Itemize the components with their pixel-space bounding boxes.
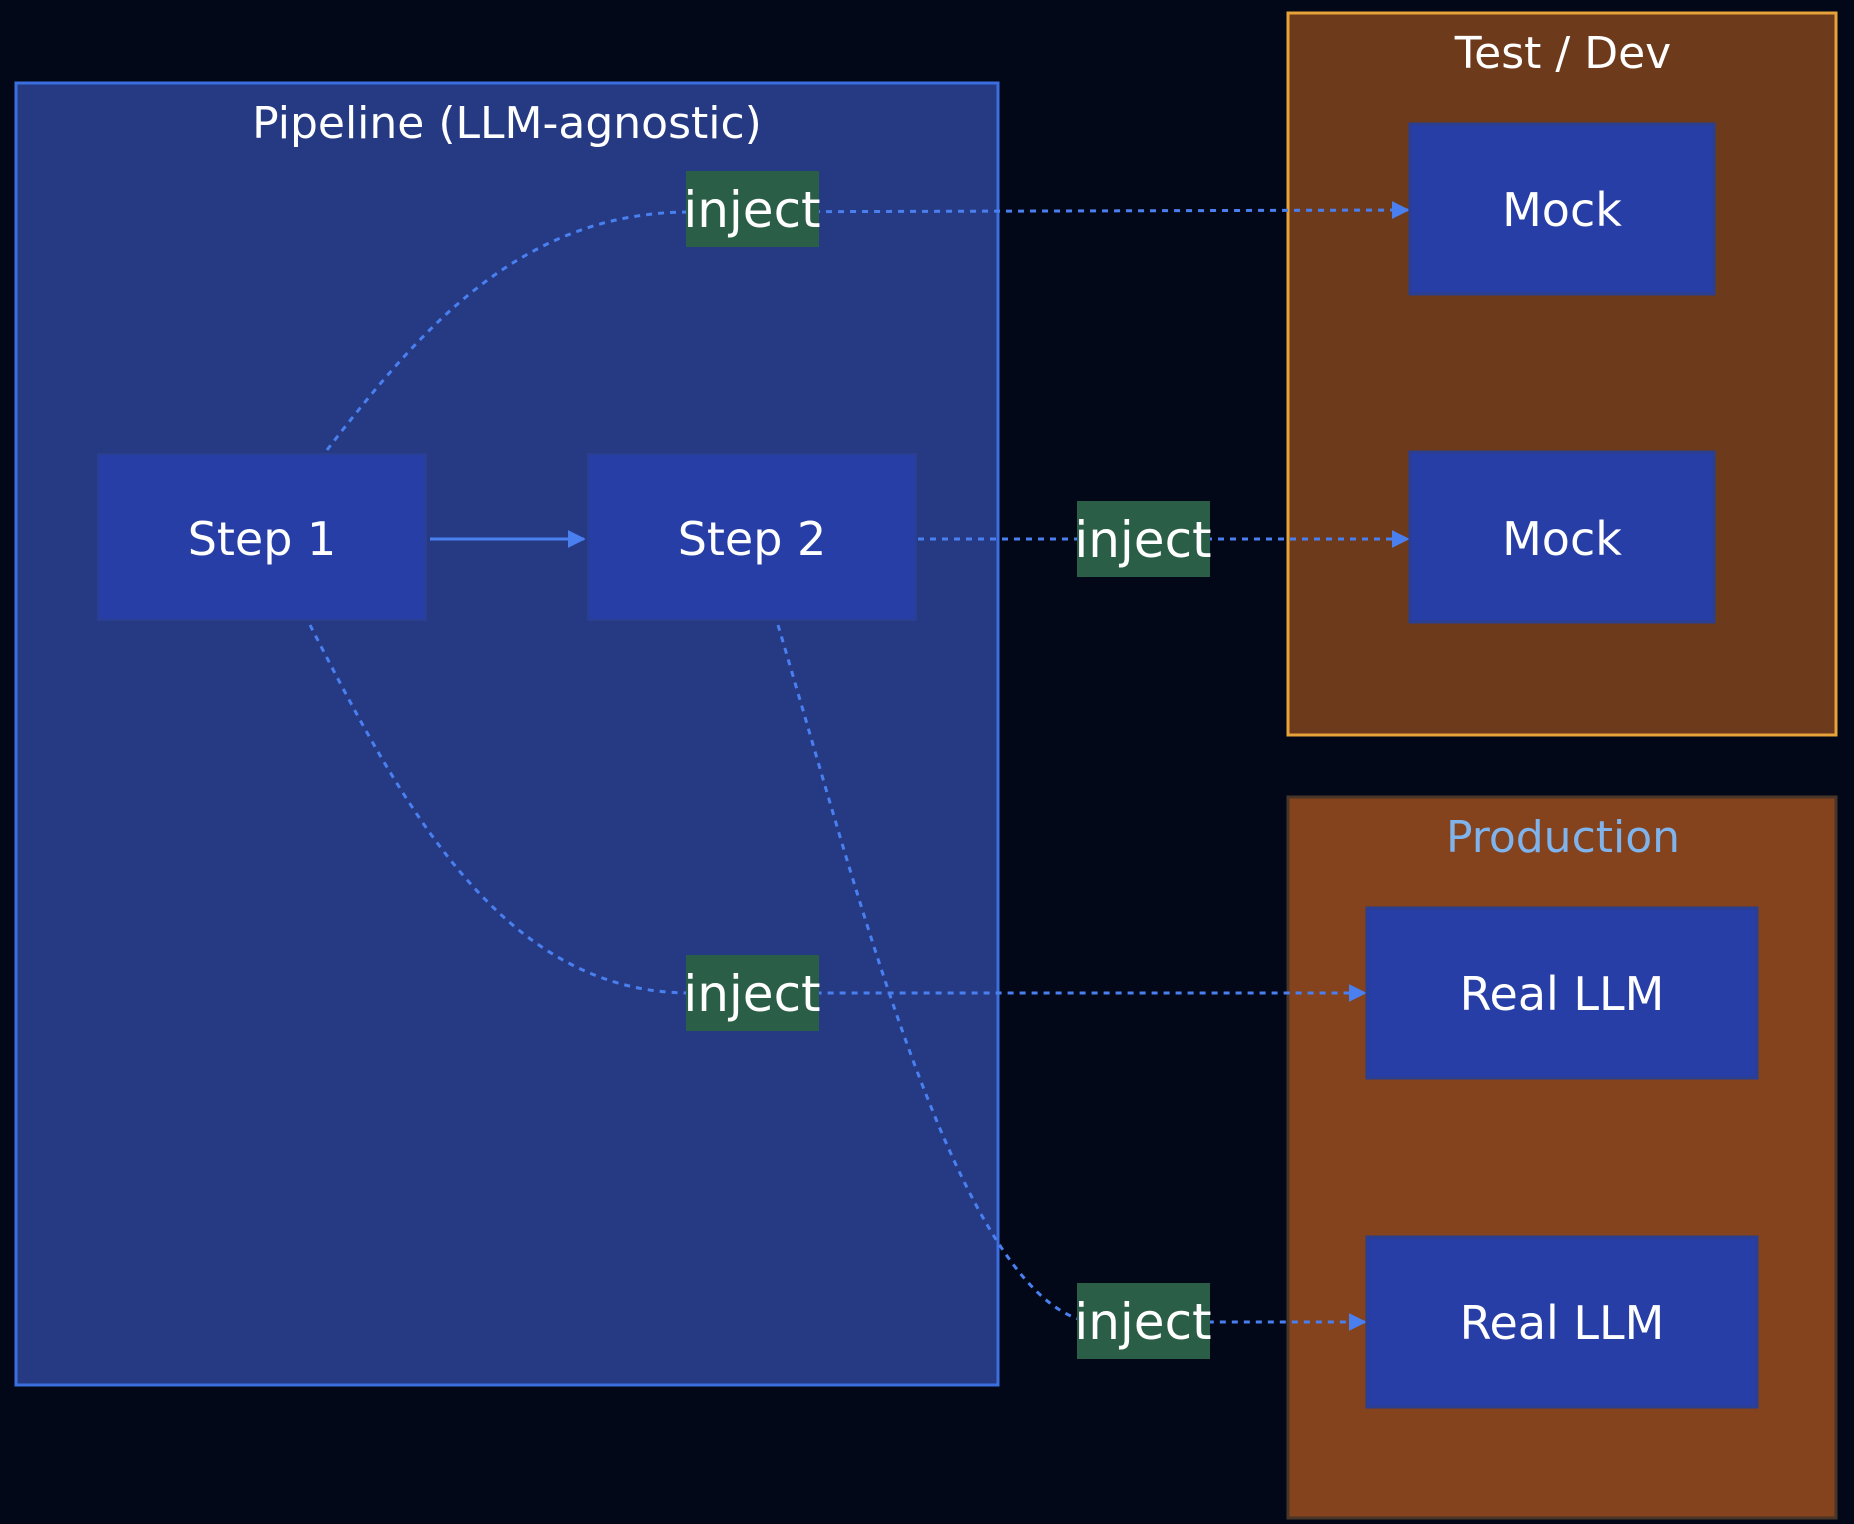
node-mock2-label: Mock	[1502, 512, 1622, 566]
node-step2[interactable]: Step 2	[587, 453, 917, 621]
node-step1-label: Step 1	[188, 512, 337, 566]
cluster-pipeline-title: Pipeline (LLM-agnostic)	[252, 98, 762, 149]
node-mock2[interactable]: Mock	[1408, 450, 1716, 624]
edge-label-step1-real1: inject	[683, 955, 821, 1031]
cluster-pipeline: Pipeline (LLM-agnostic)	[14, 81, 1000, 1387]
edge-label-step2-real2: inject	[1074, 1283, 1212, 1359]
edge-label-text: inject	[683, 181, 820, 239]
edge-label-step1-mock1: inject	[683, 171, 821, 247]
edge-step1-real1	[308, 624, 1367, 1002]
node-real1-label: Real LLM	[1460, 967, 1665, 1021]
edge-step2-real2	[776, 624, 1367, 1331]
node-mock1[interactable]: Mock	[1408, 122, 1716, 296]
cluster-production: Production	[1286, 795, 1838, 1520]
cluster-test-dev-title: Test / Dev	[1454, 28, 1671, 79]
cluster-test-dev: Test / Dev	[1286, 11, 1838, 737]
edge-label-text: inject	[1074, 1293, 1211, 1351]
node-step1[interactable]: Step 1	[97, 453, 427, 621]
node-real1[interactable]: Real LLM	[1365, 906, 1759, 1080]
node-step2-label: Step 2	[678, 512, 827, 566]
edge-label-text: inject	[1074, 511, 1211, 569]
edge-step1-mock1	[325, 201, 1410, 451]
edge-label-step2-mock2: inject	[1074, 501, 1212, 577]
node-real2[interactable]: Real LLM	[1365, 1235, 1759, 1409]
cluster-production-title: Production	[1446, 812, 1680, 863]
node-real2-label: Real LLM	[1460, 1296, 1665, 1350]
edge-label-text: inject	[683, 965, 820, 1023]
node-mock1-label: Mock	[1502, 183, 1622, 237]
